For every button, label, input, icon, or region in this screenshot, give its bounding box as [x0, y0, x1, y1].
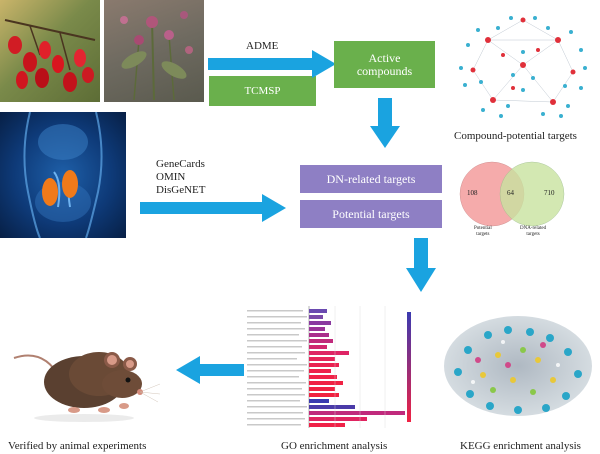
database-genecards: GeneCards: [156, 158, 205, 170]
venn-right-circle: [499, 161, 565, 227]
compound-target-network: [459, 16, 587, 118]
dn-targets-label: DN-related targets: [326, 171, 416, 186]
flower-photo: [104, 0, 204, 102]
go-caption: GO enrichment analysis: [281, 440, 388, 452]
go-enrichment-chart: [245, 304, 415, 432]
tcmsp-box: TCMSP: [209, 76, 316, 106]
venn-right-value: 710: [544, 189, 555, 197]
venn-right-label-line2: targets: [526, 232, 540, 237]
venn-left-value: 108: [467, 189, 478, 197]
venn-right-label-line1: DNA-related: [520, 226, 547, 231]
kegg-network: [444, 316, 592, 416]
kegg-caption: KEGG enrichment analysis: [460, 440, 581, 452]
arrow-databases-to-targets: [140, 194, 286, 222]
venn-right-label: DNA-related targets: [520, 226, 546, 238]
kidney-anatomy-image: [0, 112, 126, 238]
database-disgenet: DisGeNET: [156, 184, 206, 196]
potential-targets-box: Potential targets: [300, 200, 442, 228]
berry-photo: [0, 0, 100, 102]
arrow-herbs-to-compounds: [208, 50, 336, 78]
dn-targets-box: DN-related targets: [300, 165, 442, 193]
rat-image: [13, 352, 161, 422]
venn-left-label-line2: targets: [476, 232, 490, 237]
animal-caption: Verified by animal experiments: [8, 440, 147, 452]
active-compounds-line1: Active: [368, 50, 401, 65]
tcmsp-label: TCMSP: [244, 84, 281, 97]
active-compounds-box: Active compounds: [334, 41, 435, 88]
compound-network-caption: Compound-potential targets: [454, 130, 577, 142]
database-omin: OMIN: [156, 171, 186, 183]
potential-targets-label: Potential targets: [332, 206, 410, 221]
arrow-go-to-animal: [176, 356, 244, 384]
arrow-targets-to-go: [406, 238, 436, 292]
venn-left-label-line1: Potential: [474, 226, 492, 231]
adme-label: ADME: [246, 40, 279, 52]
venn-diagram: [459, 161, 565, 227]
venn-overlap-value: 64: [507, 189, 514, 197]
arrow-compounds-to-targets: [370, 98, 400, 148]
active-compounds-line2: compounds: [356, 63, 413, 78]
venn-left-label: Potential targets: [474, 226, 492, 238]
